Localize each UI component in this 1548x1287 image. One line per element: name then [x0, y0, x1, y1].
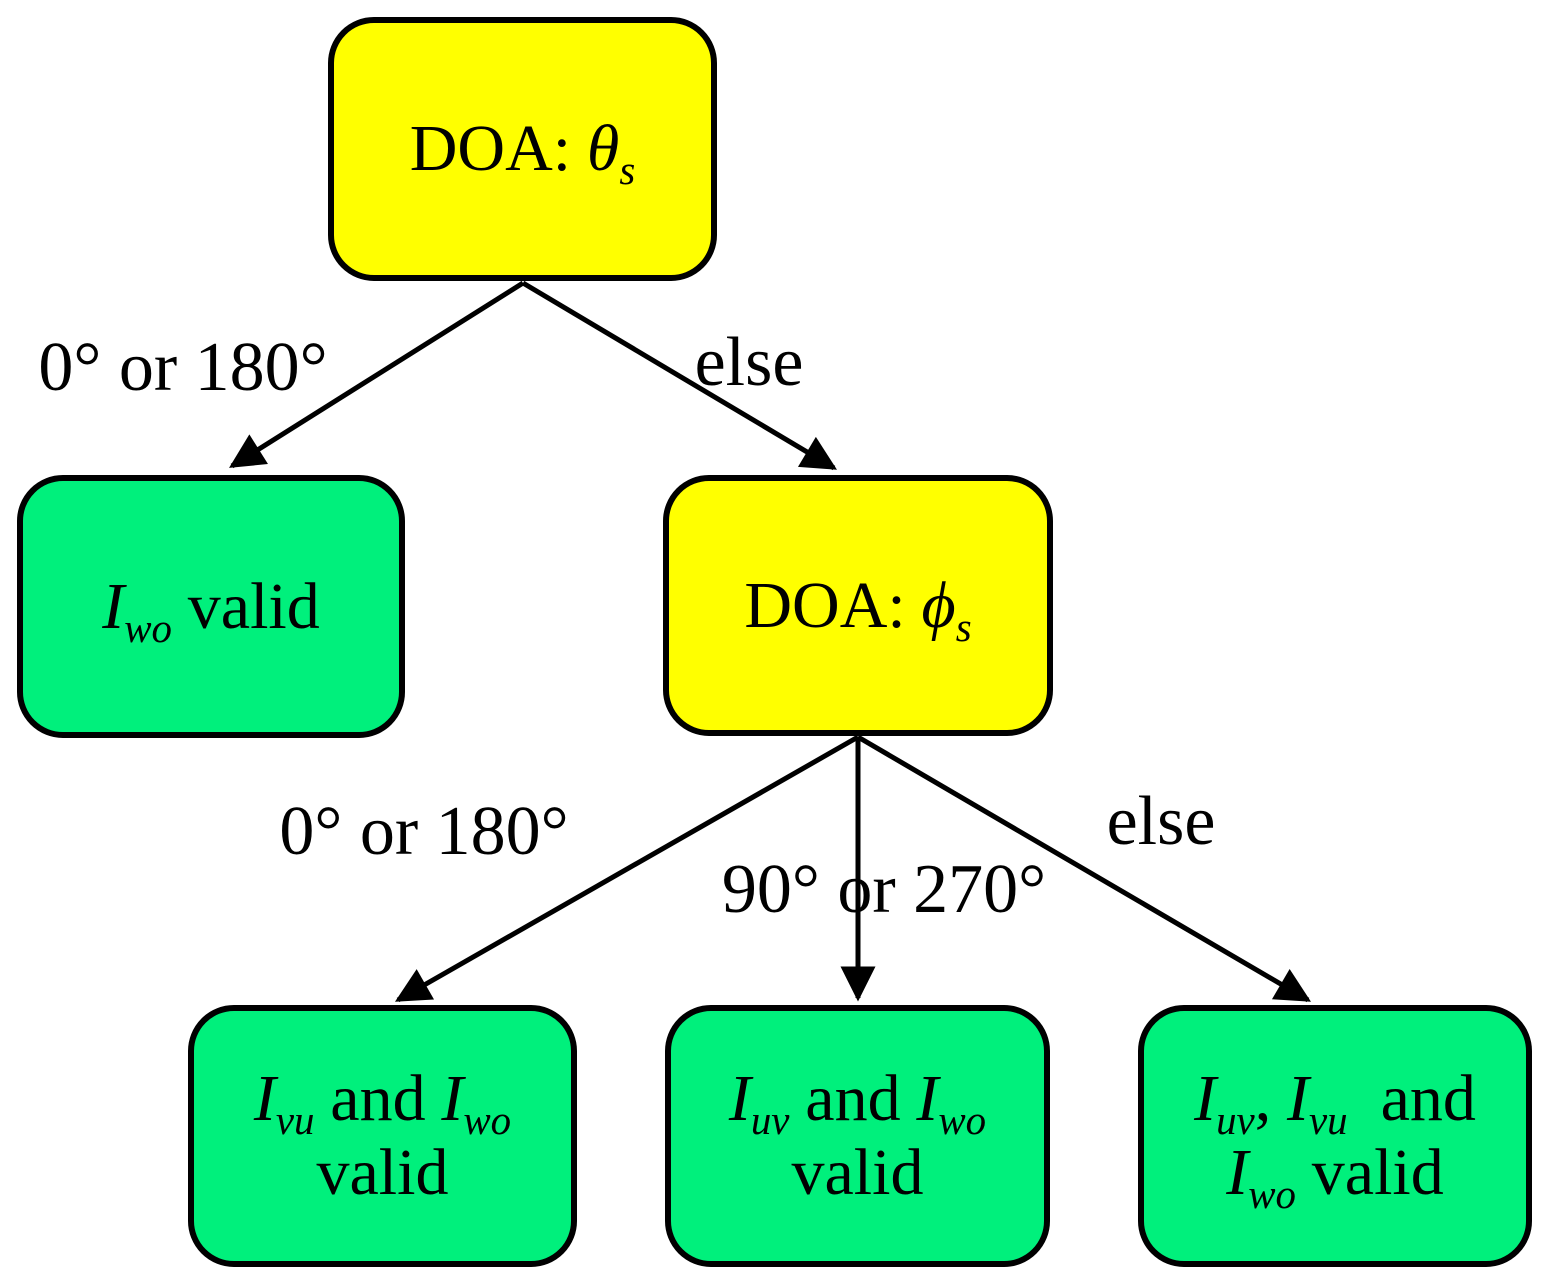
edge-phi-to-iuv-ivu-iwo	[856, 734, 1312, 1003]
label-line-2: valid	[791, 1136, 924, 1209]
math-sub: vu	[275, 1098, 315, 1144]
node-doa-theta-label: DOA:θs	[409, 112, 636, 191]
math-sub: s	[955, 604, 972, 650]
math-var-i: I	[1194, 1062, 1217, 1136]
text-segment: and	[805, 1062, 901, 1136]
math-sub: wo	[938, 1098, 987, 1144]
math-var-i: I	[253, 1062, 276, 1136]
edge-label-phi-0-or-180: 0° or 180°	[279, 793, 569, 870]
node-doa-phi: DOA:ϕs	[663, 475, 1053, 736]
math-sub: s	[619, 148, 636, 194]
node-doa-theta: DOA:θs	[328, 17, 717, 281]
math-var-i: I	[916, 1062, 939, 1136]
math-sub: uv	[1216, 1098, 1255, 1144]
math-var-i: I	[441, 1062, 464, 1136]
math-var-i: I	[1287, 1062, 1309, 1136]
math-var-i: I	[1226, 1136, 1249, 1209]
math-sub: uv	[750, 1098, 790, 1144]
edge-label-theta-0-or-180: 0° or 180°	[38, 329, 328, 406]
edge-label-theta-else: else	[694, 324, 804, 401]
edge-theta-to-phi	[521, 280, 838, 471]
edge-label-phi-else: else	[1106, 783, 1216, 860]
text-segment: valid	[1311, 1136, 1444, 1209]
math-sub: wo	[1248, 1172, 1296, 1218]
edge-phi-to-ivu-iwo	[394, 734, 860, 1003]
math-var-i: I	[102, 569, 125, 643]
label-line-2: valid	[316, 1136, 449, 1209]
edge-theta-to-iwo	[229, 280, 525, 469]
edge-label-phi-90-or-270: 90° or 270°	[721, 851, 1047, 928]
math-sub: wo	[124, 605, 172, 651]
node-doa-phi-label: DOA:ϕs	[744, 568, 971, 648]
math-var-phi: ϕ	[921, 568, 956, 642]
math-var-theta: θ	[586, 112, 620, 186]
text-segment: and	[1380, 1062, 1476, 1136]
math-var-i: I	[728, 1062, 751, 1136]
text-segment: and	[330, 1062, 426, 1136]
text-segment: DOA:	[409, 112, 572, 186]
text-segment: valid	[187, 569, 320, 643]
text-segment: ,	[1254, 1062, 1272, 1136]
text-segment: DOA:	[744, 568, 906, 642]
math-sub: vu	[1309, 1098, 1348, 1144]
math-sub: wo	[463, 1098, 512, 1144]
